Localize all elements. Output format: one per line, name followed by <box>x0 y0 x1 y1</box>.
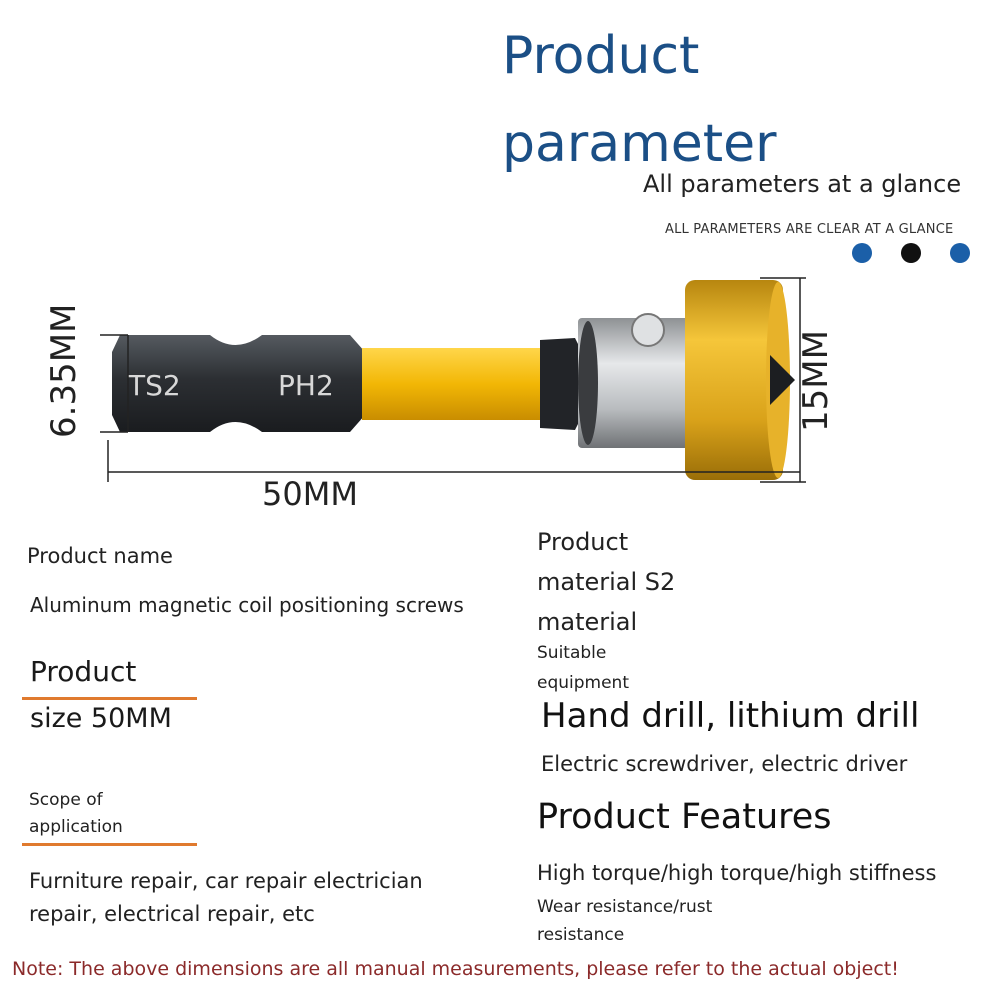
material-line-3: material <box>537 608 638 636</box>
decor-dot-blue-2 <box>950 243 970 263</box>
page-subtitle: All parameters at a glance <box>643 170 962 198</box>
product-size-label: Product <box>30 655 137 688</box>
product-name-value: Aluminum magnetic coil positioning screw… <box>30 593 464 617</box>
bit-tip <box>770 355 795 405</box>
dim-length-label: 50MM <box>262 475 358 513</box>
product-diagram: TS2 PH2 <box>100 277 806 483</box>
product-size-value: size 50MM <box>30 703 172 734</box>
dim-height-label: 6.35MM <box>44 303 84 438</box>
equipment-label-1: Suitable <box>537 643 607 663</box>
product-name-label: Product name <box>27 544 173 568</box>
yellow-shaft <box>362 348 547 420</box>
divider-size <box>22 697 197 700</box>
equipment-value: Electric screwdriver, electric driver <box>541 752 908 776</box>
features-title: Product Features <box>537 797 832 837</box>
decor-dot-black <box>901 243 921 263</box>
features-line: High torque/high torque/high stiffness <box>537 861 937 885</box>
equipment-big: Hand drill, lithium drill <box>541 696 920 736</box>
divider-scope <box>22 843 197 846</box>
material-line-2: material S2 <box>537 568 676 596</box>
features-small-2: resistance <box>537 925 625 945</box>
page-title: Product parameter <box>502 26 777 174</box>
hex-collar <box>540 338 582 430</box>
scope-label-2: application <box>29 817 123 837</box>
bit-mark-ts2: TS2 <box>127 369 181 402</box>
hex-shank <box>112 335 365 432</box>
steel-collar <box>578 318 690 448</box>
footer-note: Note: The above dimensions are all manua… <box>12 958 899 980</box>
ball-detent <box>631 313 665 347</box>
bit-mark-ph2: PH2 <box>278 369 334 402</box>
scope-value-1: Furniture repair, car repair electrician <box>29 869 423 893</box>
gold-ring <box>685 280 783 480</box>
decor-dot-blue-1 <box>852 243 872 263</box>
scope-label-1: Scope of <box>29 790 103 810</box>
equipment-label-2: equipment <box>537 673 629 693</box>
scope-value-2: repair, electrical repair, etc <box>29 902 315 926</box>
page-subtitle-caps: ALL PARAMETERS ARE CLEAR AT A GLANCE <box>665 222 954 237</box>
features-small-1: Wear resistance/rust <box>537 897 713 917</box>
material-line-1: Product <box>537 528 629 556</box>
dim-diameter-label: 15MM <box>796 330 836 432</box>
steel-collar-ring <box>578 321 598 445</box>
